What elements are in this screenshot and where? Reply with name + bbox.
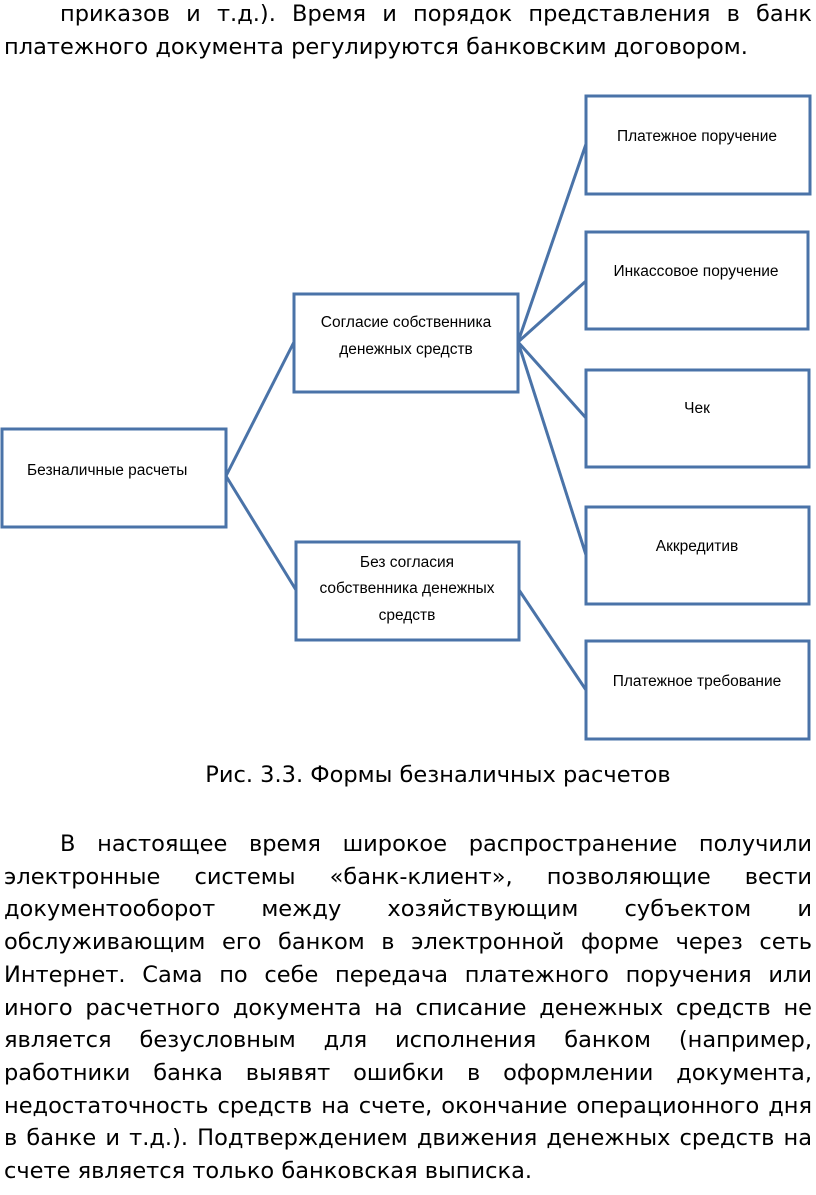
label-with-consent-line1: Согласие собственника (321, 314, 492, 331)
label-payment-request: Платежное требование (613, 673, 782, 690)
connector-consent-payment-order (516, 143, 588, 343)
box-cashless-payments (0, 427, 228, 529)
label-without-consent-line1: Без согласия (360, 554, 454, 571)
label-cheque: Чек (684, 400, 710, 417)
label-without-consent-line2: собственника денежных (319, 580, 494, 597)
box-cheque (584, 368, 811, 469)
label-cashless-payments: Безналичные расчеты (27, 462, 187, 479)
connector-consent-collection-order (516, 279, 588, 344)
box-with-consent (292, 292, 520, 394)
connector-consent-letter-of-credit (516, 341, 588, 556)
label-collection-order: Инкассовое поручение (613, 263, 778, 280)
label-letter-of-credit: Аккредитив (656, 538, 739, 555)
label-with-consent-line2: денежных средств (339, 341, 473, 358)
connector-no-consent-payment-request (517, 589, 588, 691)
figure-caption: Рис. 3.3. Формы безналичных расчетов (205, 762, 671, 788)
cashless-payments-diagram: Безналичные расчеты Согласие собственник… (0, 94, 812, 741)
label-payment-order: Платежное поручение (617, 128, 777, 145)
box-collection-order (584, 230, 810, 331)
box-payment-order (584, 94, 812, 196)
label-without-consent-line3: средств (379, 607, 436, 624)
box-payment-request (584, 639, 811, 741)
connector-root-no-consent (224, 475, 298, 591)
connector-root-consent (224, 341, 296, 477)
box-letter-of-credit (584, 505, 811, 606)
box-without-consent (294, 540, 521, 642)
paragraph-top: приказов и т.д.). Время и порядок предст… (4, 1, 812, 60)
connector-consent-cheque (516, 340, 588, 420)
paragraph-bottom: В настоящее время широкое распространени… (4, 831, 812, 1185)
